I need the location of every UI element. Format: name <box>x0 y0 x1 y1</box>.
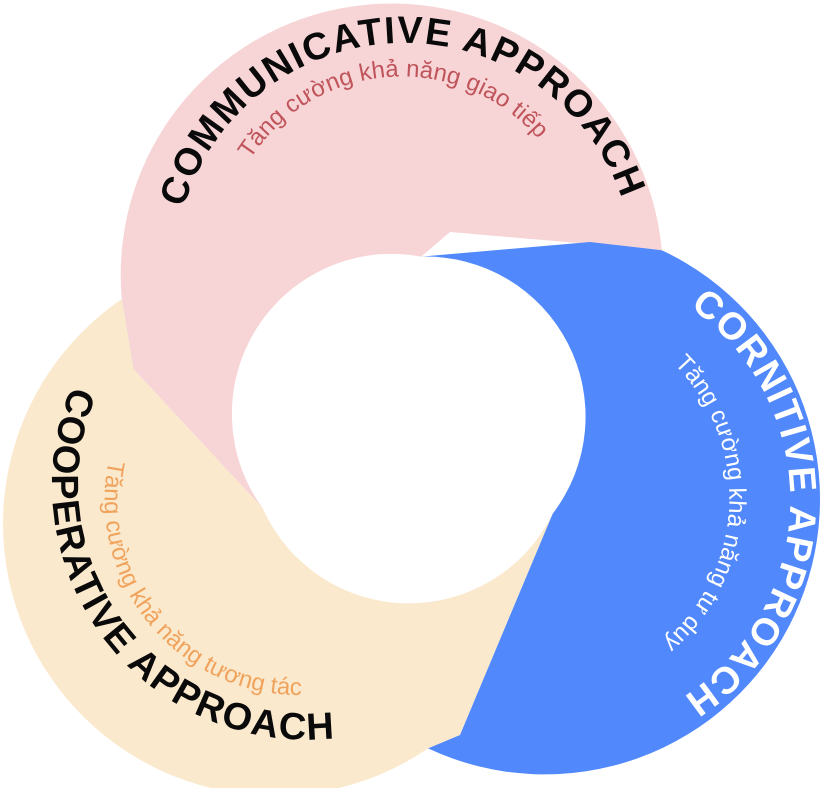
communicative-crescent <box>120 3 662 509</box>
cooperative-crescent <box>3 299 553 788</box>
cornitive-crescent <box>421 242 821 775</box>
